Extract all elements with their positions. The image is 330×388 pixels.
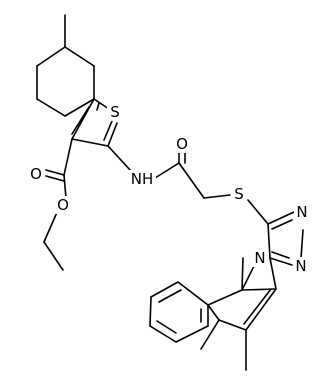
bond — [64, 98, 95, 117]
atom-s-thiophene: S — [110, 103, 120, 121]
bond — [71, 106, 90, 135]
bond — [241, 257, 244, 291]
bond — [63, 174, 67, 199]
bond — [149, 325, 177, 343]
bond — [107, 122, 118, 147]
atom-n-bridgehead: N — [254, 249, 265, 267]
bond — [271, 251, 290, 259]
atom-o-ester-carbonyl: O — [30, 165, 42, 183]
bond — [267, 211, 295, 225]
bond — [64, 46, 95, 67]
bond — [71, 138, 109, 147]
atom-n-triazole-3: N — [295, 257, 306, 275]
bond — [175, 325, 209, 343]
bond — [156, 320, 177, 334]
bond — [43, 241, 64, 271]
bond — [241, 288, 277, 291]
bond — [245, 288, 277, 331]
bond — [218, 319, 247, 331]
atom-labels: S O O NH O S N N N — [28, 103, 310, 275]
bond — [36, 98, 66, 117]
bond — [269, 257, 293, 266]
bond — [45, 169, 65, 176]
bond — [178, 162, 205, 199]
bond — [200, 319, 220, 350]
bond — [154, 162, 180, 179]
atom-nh-amide: NH — [131, 170, 154, 188]
bond — [300, 229, 304, 259]
atom-n-triazole-2: N — [296, 203, 307, 221]
bond — [207, 304, 220, 321]
bond — [36, 46, 66, 67]
bond — [207, 289, 243, 306]
bond — [271, 219, 293, 230]
bond — [45, 175, 65, 182]
bond — [149, 296, 152, 327]
bond — [71, 98, 95, 140]
bond — [158, 289, 182, 303]
bond — [203, 194, 231, 199]
bond — [177, 281, 209, 306]
atom-s-thioether: S — [234, 185, 244, 203]
bond — [269, 257, 277, 290]
bond — [96, 102, 100, 111]
bond — [243, 288, 272, 325]
bond — [247, 199, 269, 225]
bond — [150, 281, 179, 298]
atom-o-ester-ether: O — [57, 196, 69, 214]
bond — [107, 145, 132, 172]
bond — [63, 138, 73, 176]
atom-o-amide: O — [176, 135, 188, 153]
bonds — [36, 14, 304, 371]
bond — [267, 223, 271, 259]
bond — [103, 120, 113, 141]
bond — [43, 209, 59, 243]
